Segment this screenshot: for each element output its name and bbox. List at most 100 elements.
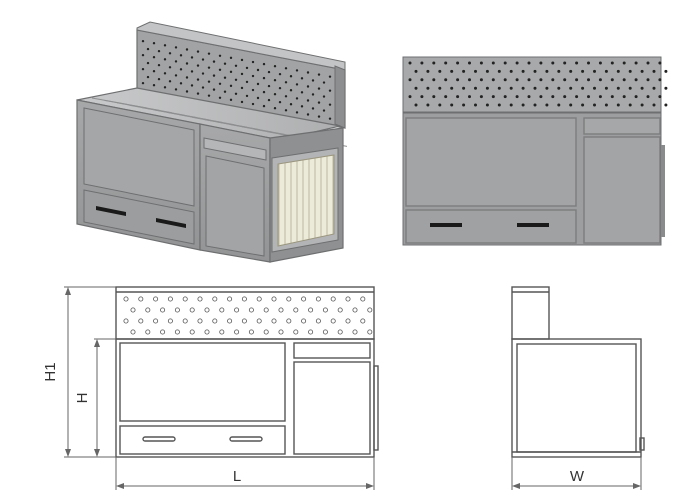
h1-arrow-top [65, 287, 71, 295]
perforation-hole [497, 69, 501, 73]
perforation-hole [628, 69, 632, 73]
perforation-hole [408, 61, 412, 65]
perforation-hole [634, 61, 638, 65]
perforation-hole [509, 103, 513, 107]
perforation-hole [251, 74, 255, 78]
perforation-hole [652, 69, 656, 73]
perforation-hole [229, 56, 233, 60]
perforation-hole [212, 318, 218, 324]
perforation-hole [646, 61, 650, 65]
perforation-hole [575, 95, 579, 99]
perforation-hole [278, 100, 282, 104]
perforation-hole [317, 87, 321, 90]
perforation-hole [317, 73, 321, 76]
perforation-hole [306, 99, 310, 102]
perforation-hole [227, 296, 233, 302]
perforation-hole [289, 75, 293, 78]
perforation-hole [234, 78, 238, 82]
perforation-hole [640, 103, 644, 107]
perforation-hole [163, 58, 167, 61]
perforation-hole [278, 307, 284, 313]
front-render [402, 56, 668, 246]
perforation-hole [145, 329, 151, 335]
perforation-hole [462, 69, 466, 73]
perforation-hole [634, 78, 638, 82]
perforation-hole [533, 69, 537, 73]
perforation-hole [328, 117, 332, 120]
perforation-hole [152, 84, 156, 87]
perforation-hole [267, 98, 271, 102]
front-drawer-handle-left [430, 223, 462, 227]
perforation-hole [616, 103, 620, 107]
perforation-hole [598, 95, 602, 99]
perforation-hole [664, 103, 668, 107]
perforation-hole [190, 84, 194, 87]
perforation-hole [521, 103, 525, 107]
side-inner-frame [516, 343, 637, 453]
perforation-hole [345, 318, 351, 324]
perforation-hole [468, 95, 471, 99]
perforation-hole [420, 61, 424, 65]
perforation-hole [456, 61, 460, 65]
perforation-hole [286, 318, 292, 324]
perforation-hole [179, 82, 183, 85]
perforation-hole [652, 103, 656, 107]
drawing-drawer [119, 425, 286, 455]
iso-right-cabinet-top-strip [203, 137, 267, 161]
perforation-hole [218, 54, 222, 57]
perforation-hole [479, 78, 483, 82]
front-side-latch [661, 145, 665, 237]
perforation-hole [317, 101, 321, 104]
perforation-hole [141, 67, 145, 71]
side-latch [639, 437, 645, 451]
perforation-hole [306, 113, 310, 116]
perforation-hole [189, 329, 195, 335]
perforation-hole [153, 318, 159, 324]
isometric-render [76, 21, 348, 263]
perforation-hole [444, 61, 448, 65]
iso-drawer [83, 189, 195, 245]
perforation-hole [207, 94, 211, 97]
perforation-hole [468, 78, 471, 82]
iso-perforation-holes [141, 39, 332, 120]
perforation-hole [229, 84, 233, 88]
perforation-hole [212, 296, 218, 302]
perforation-hole [160, 329, 166, 335]
perforation-hole [462, 86, 466, 90]
perforation-hole [640, 69, 644, 73]
perforation-hole [485, 69, 489, 73]
perforation-hole [182, 318, 188, 324]
perforation-hole [167, 318, 173, 324]
perforation-hole [308, 307, 314, 313]
perforation-hole [604, 103, 608, 107]
perforation-hole [185, 76, 189, 79]
perforation-hole [414, 86, 418, 90]
perforation-hole [545, 86, 549, 90]
perforation-hole [190, 56, 194, 59]
perforation-hole [491, 78, 495, 82]
h1-arrow-bottom [65, 449, 71, 457]
drawing-drawer-handle-left [142, 436, 176, 442]
perforation-hole [185, 90, 189, 93]
perforation-hole [174, 74, 178, 77]
perforation-hole [273, 65, 277, 68]
dimension-label-w: W [570, 468, 585, 485]
perforation-hole [664, 86, 668, 90]
perforation-hole [593, 103, 596, 107]
perforation-hole [456, 95, 460, 99]
perforation-hole [503, 95, 507, 99]
perforation-hole [284, 95, 288, 98]
perforation-hole [245, 80, 249, 84]
perforation-hole [141, 39, 145, 43]
perforation-hole [289, 103, 293, 106]
perforation-hole [575, 61, 579, 65]
perforation-hole [337, 329, 343, 335]
perforation-hole [163, 86, 167, 89]
perforation-hole [345, 296, 351, 302]
iso-filter-pleats [277, 154, 335, 247]
perforation-hole [545, 69, 549, 73]
perforation-hole [218, 68, 222, 71]
perforation-hole [306, 71, 310, 74]
perforation-hole [179, 68, 183, 71]
perforation-hole [141, 53, 145, 57]
